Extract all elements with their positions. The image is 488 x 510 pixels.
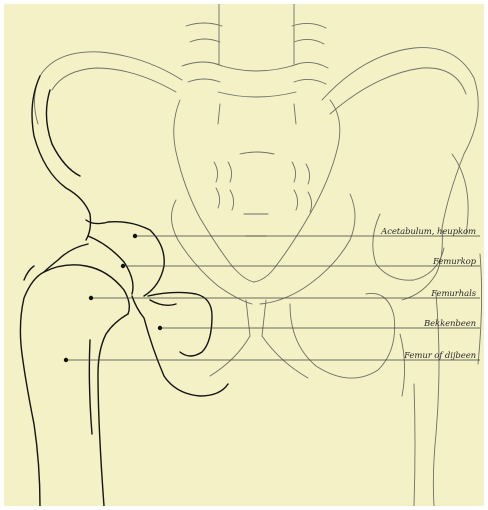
- pubis-region: [171, 194, 444, 396]
- left-ilium-light: [34, 52, 182, 124]
- leader-lines: [66, 236, 480, 360]
- left-hip-highlight: [20, 76, 228, 506]
- label-acetabulum: Acetabulum, heupkom: [381, 227, 476, 237]
- dot-femur: [64, 358, 68, 362]
- dot-femurhals: [89, 296, 93, 300]
- illustration-frame: Acetabulum, heupkom Femurkop Femurhals B…: [4, 4, 484, 506]
- dot-femurkop: [121, 264, 125, 268]
- label-femur-of-dijbeen: Femur of dijbeen: [404, 351, 476, 361]
- pelvis-hip-drawing: [4, 4, 484, 506]
- label-femurkop: Femurkop: [433, 257, 476, 267]
- dot-acetabulum: [133, 234, 137, 238]
- sacrum: [174, 100, 340, 282]
- lumbar-spine: [182, 4, 328, 124]
- label-femurhals: Femurhals: [431, 289, 476, 299]
- dot-bekkenbeen: [158, 326, 162, 330]
- label-bekkenbeen: Bekkenbeen: [424, 319, 476, 329]
